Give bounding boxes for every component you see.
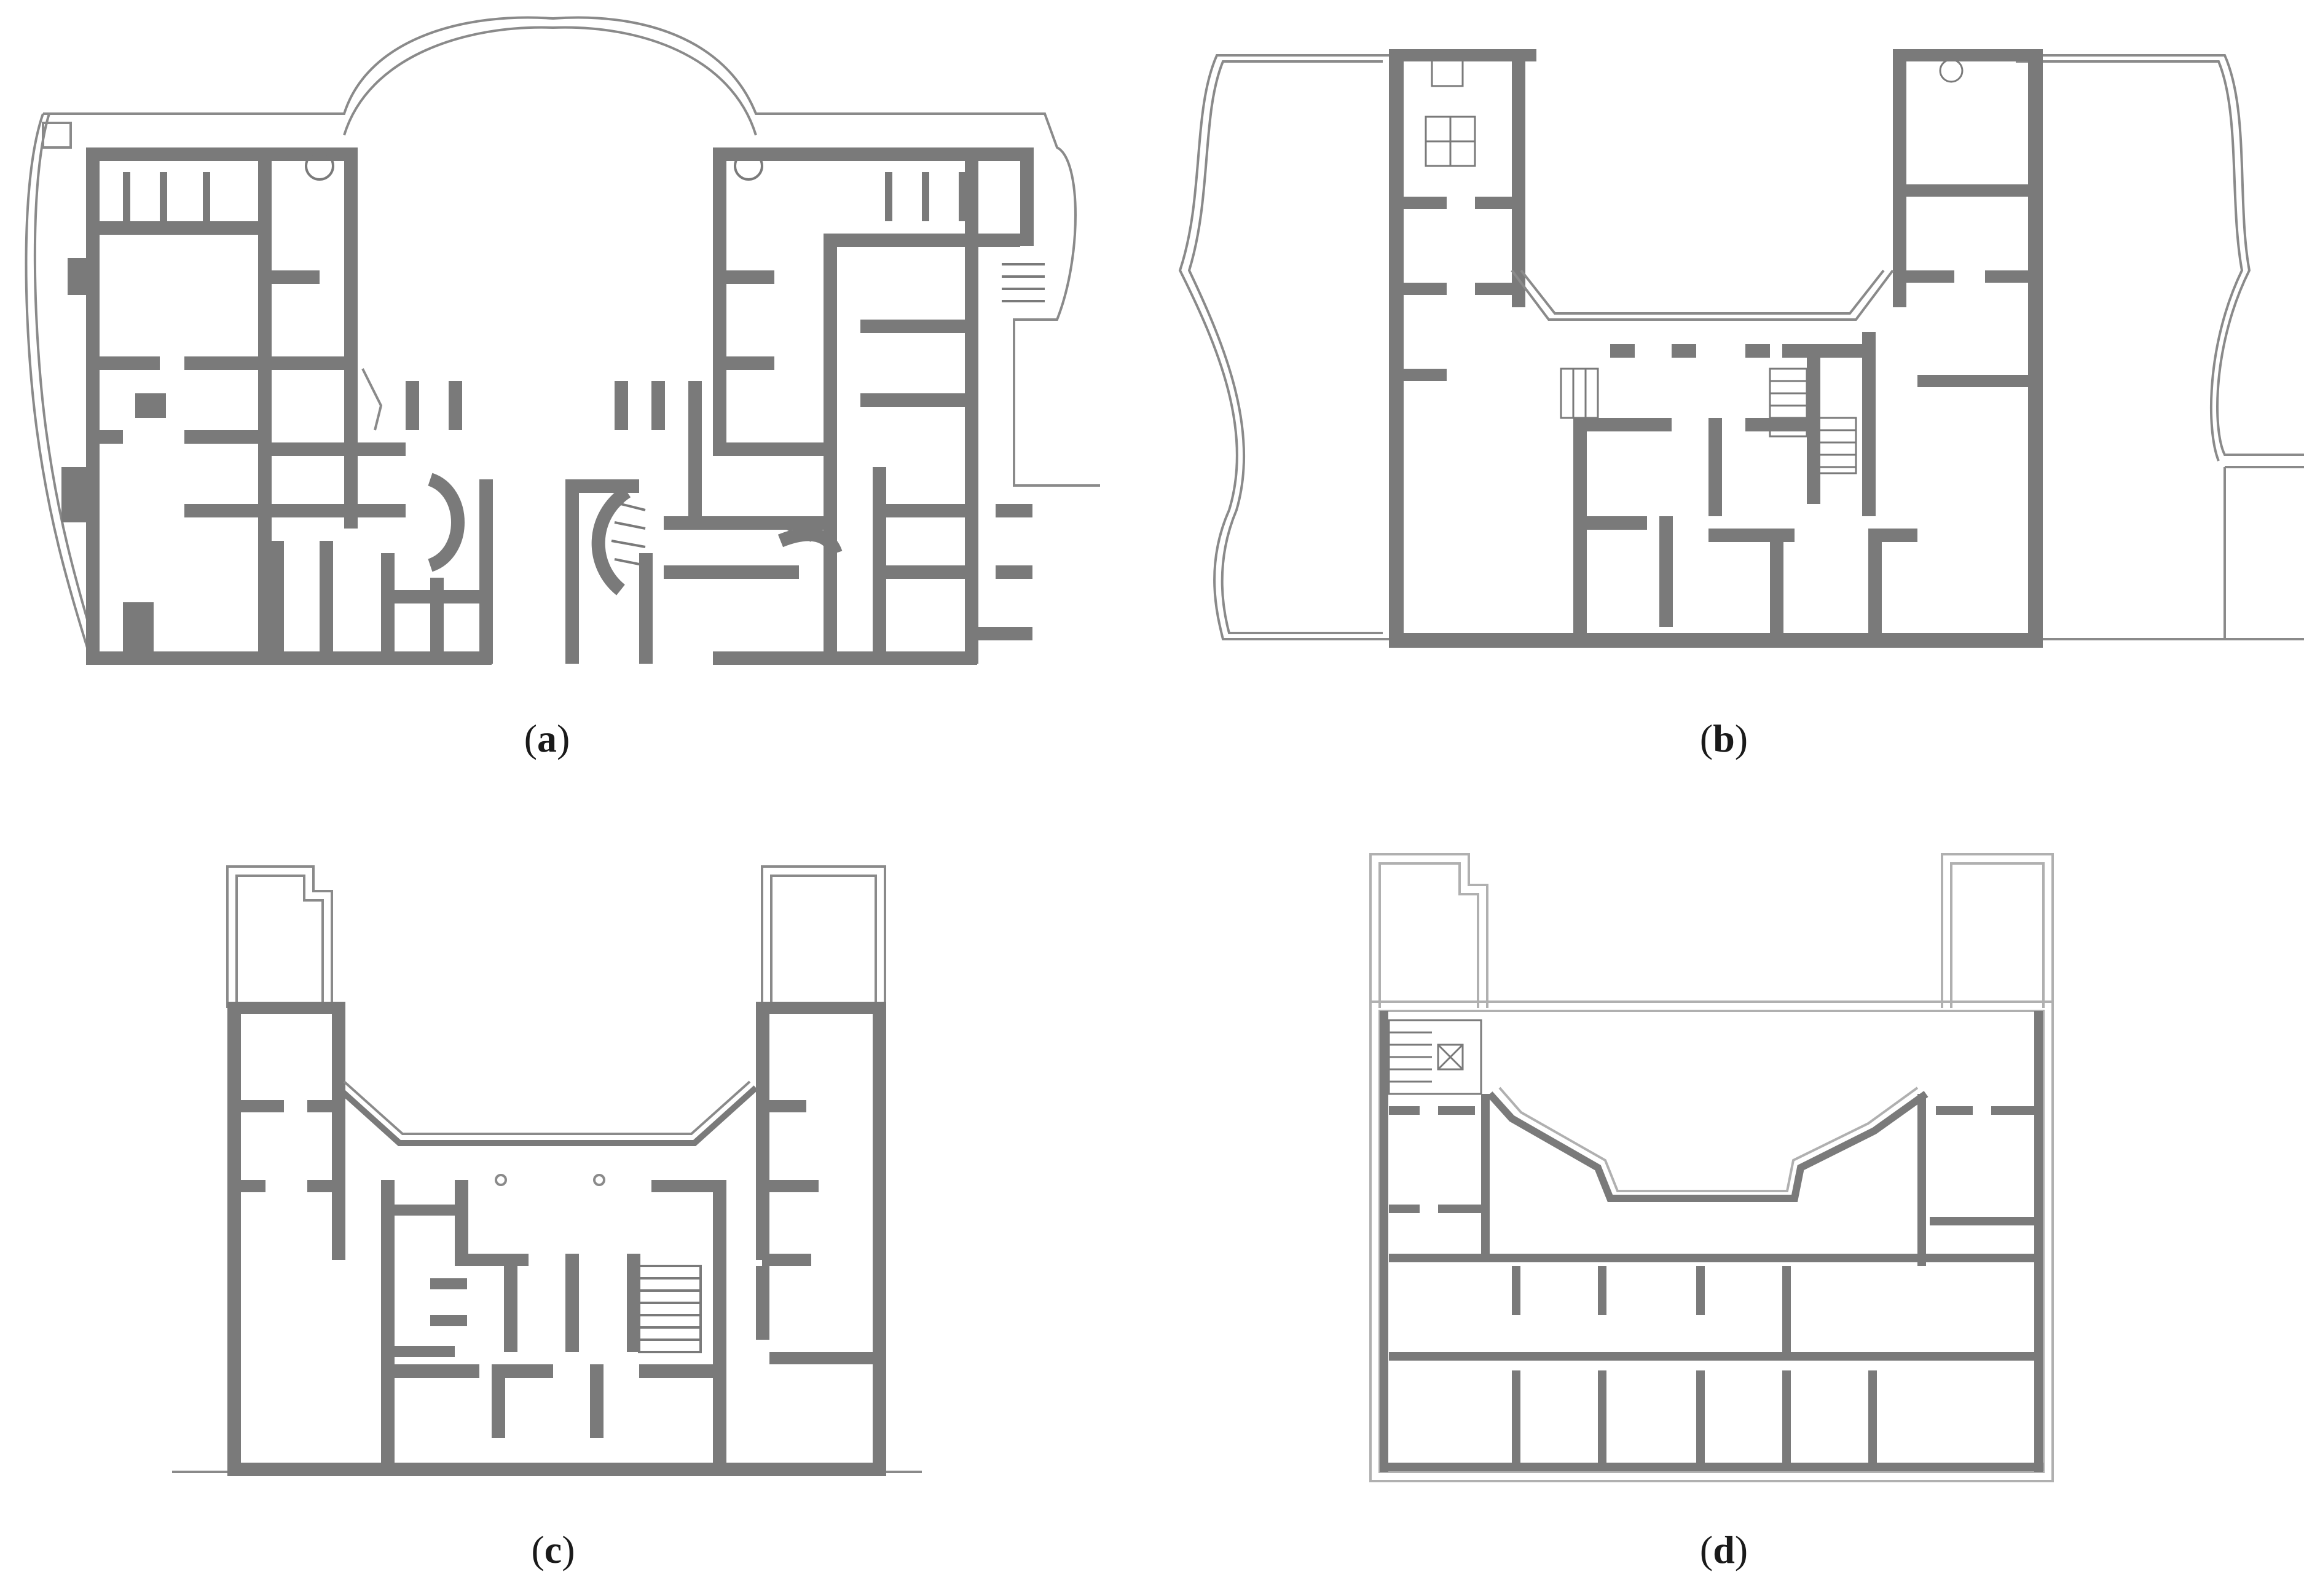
left-wing-walls	[61, 147, 493, 665]
floor-plan-b: (b)	[1168, 0, 2304, 760]
building-d-walls	[1380, 1011, 2043, 1472]
floor-plan-b-drawing	[1178, 49, 2304, 648]
floor-plan-c-drawing	[172, 865, 922, 1476]
right-wing-walls	[565, 147, 1034, 665]
floor-plan-d-drawing	[1369, 853, 2054, 1482]
floor-plan-c: (c)	[0, 799, 1119, 1596]
floor-plan-a: (a)	[0, 0, 1119, 760]
floor-plan-a-drawing	[25, 16, 1100, 665]
building-b-walls	[1389, 49, 2043, 648]
building-c-walls	[227, 1002, 886, 1476]
panel-label-b: (b)	[1699, 717, 1748, 760]
floor-plan-d: (d)	[1168, 799, 2304, 1596]
panel-label-c: (c)	[531, 1528, 575, 1571]
panel-label-d: (d)	[1699, 1528, 1748, 1571]
panel-label-a: (a)	[524, 717, 570, 760]
